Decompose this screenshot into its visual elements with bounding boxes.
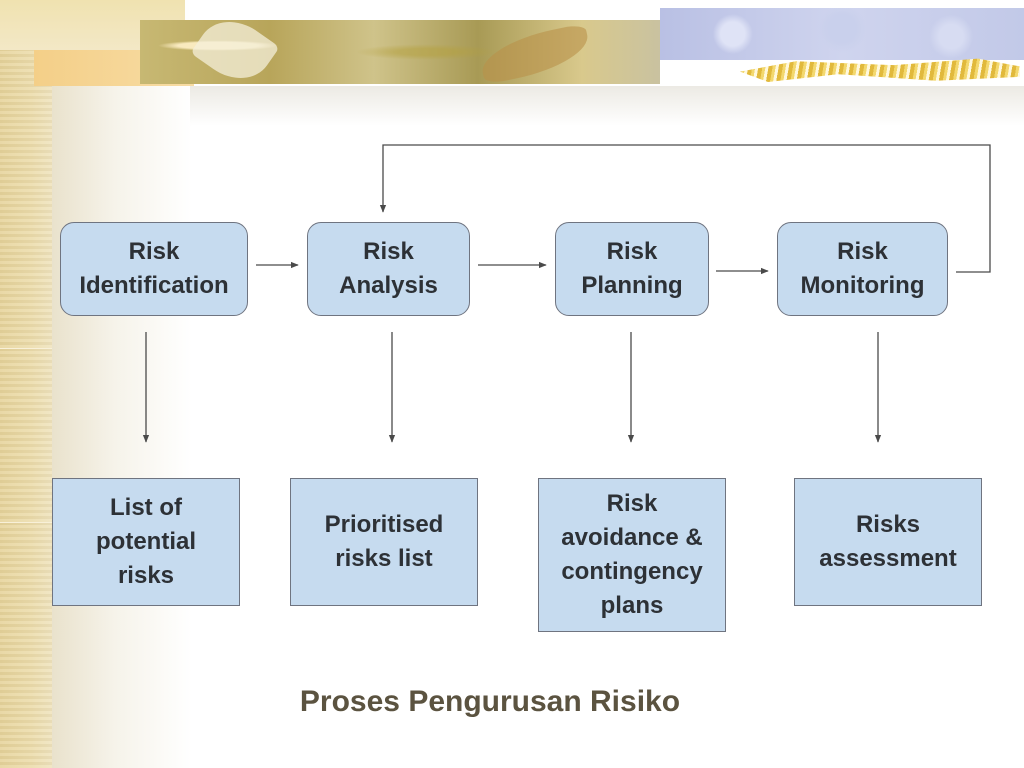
left-band-divider — [0, 348, 52, 349]
wheat-decoration — [740, 58, 1020, 82]
output-risks-assessment: Risks assessment — [794, 478, 982, 606]
banner-shadow — [190, 86, 1024, 126]
process-risk-analysis: Risk Analysis — [307, 222, 470, 316]
output-prioritised-risks-list: Prioritised risks list — [290, 478, 478, 606]
output-list-of-potential-risks: List of potential risks — [52, 478, 240, 606]
left-texture-band — [0, 0, 52, 768]
left-band-divider — [0, 522, 52, 523]
slide-caption: Proses Pengurusan Risiko — [299, 685, 681, 718]
process-risk-identification: Risk Identification — [60, 222, 248, 316]
process-risk-planning: Risk Planning — [555, 222, 709, 316]
left-shadow-fade — [52, 0, 192, 768]
output-risk-avoidance-plans: Risk avoidance & contingency plans — [538, 478, 726, 632]
arrow-feedback-monitoring-to-analysis — [379, 144, 991, 273]
process-risk-monitoring: Risk Monitoring — [777, 222, 948, 316]
top-banner-flowers — [660, 8, 1024, 60]
